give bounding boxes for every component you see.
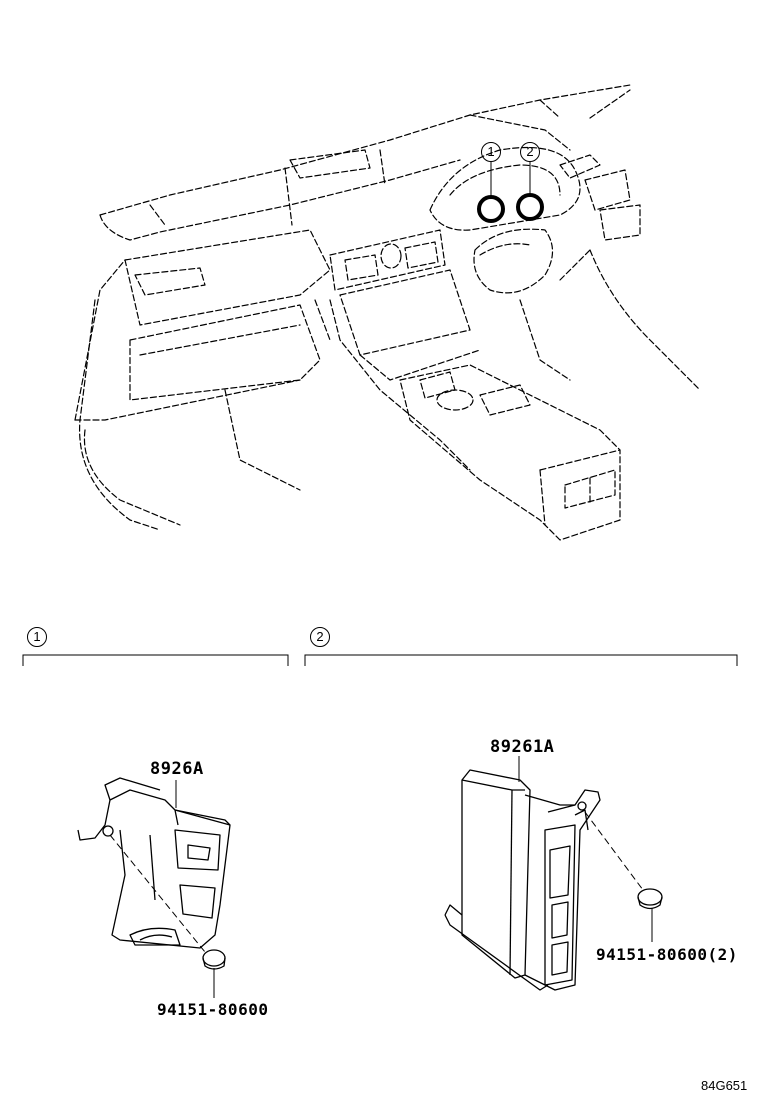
location-marker-1 — [477, 195, 505, 223]
clip-part-number-right: 94151-80600(2) — [596, 945, 738, 964]
section-1-number: 1 — [33, 629, 41, 644]
callout-circle-top-1 — [481, 142, 501, 162]
part-number-89261A: 89261A — [490, 737, 555, 757]
section-2-number: 2 — [316, 629, 324, 644]
callout-number-top-2: 2 — [526, 144, 534, 159]
callout-circle-top-2 — [520, 142, 540, 162]
illustration-id: 84G651 — [701, 1078, 748, 1093]
section-1-bracket — [22, 654, 289, 666]
section-2-circle — [310, 627, 330, 647]
clip-part-number-left: 94151-80600 — [157, 1000, 269, 1019]
part-number-8926A: 8926A — [150, 759, 204, 779]
section-1-circle — [27, 627, 47, 647]
location-marker-2 — [516, 193, 544, 221]
section-2-bracket — [304, 654, 738, 666]
callout-number-top-1: 1 — [487, 144, 495, 159]
